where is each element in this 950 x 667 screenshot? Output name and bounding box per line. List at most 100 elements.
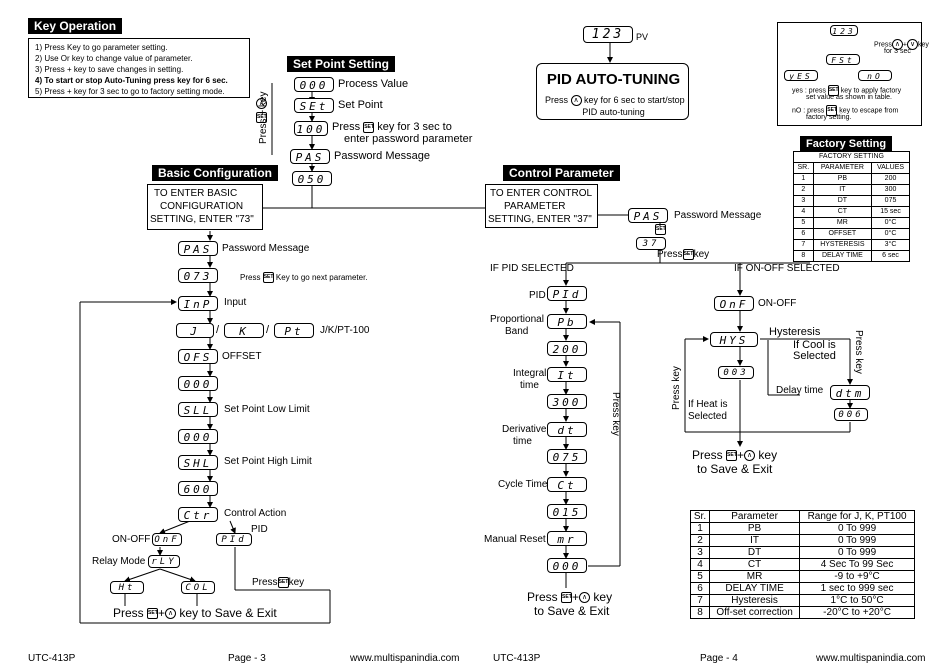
cell: PB <box>709 522 801 535</box>
control-label-onoff: ON-OFF <box>758 298 797 309</box>
control-display-pb: Pb <box>547 314 587 329</box>
cell: IT <box>812 184 873 196</box>
key-step-1: 1) Press Key to go parameter setting. <box>35 43 168 52</box>
basic-display-600: 600 <box>178 481 218 496</box>
control-save-line-2: to Save & Exit <box>534 604 610 618</box>
factory-display-fst: FSt <box>826 54 860 65</box>
control-if-onoff: IF ON-OFF SELECTED <box>734 263 840 274</box>
control-label-pid: PID <box>529 290 546 301</box>
footer-right-model: UTC-413P <box>493 653 541 664</box>
pid-auto-tuning-line2: PID auto-tuning <box>582 107 645 117</box>
basic-label-offset: OFFSET <box>222 351 262 362</box>
basic-display-pas: PAS <box>178 241 218 256</box>
cell: 4 Sec To 99 Sec <box>799 558 915 571</box>
control-display-200: 200 <box>547 341 587 356</box>
control-save-line-1: Press SET+∧ key <box>527 590 613 604</box>
cell: 8 <box>793 250 814 262</box>
basic-display-j: J <box>176 323 214 338</box>
basic-display-000a: 000 <box>178 376 218 391</box>
label-password-message: Password Message <box>334 150 430 162</box>
cell: 0 To 999 <box>799 534 915 547</box>
set-key-icon: SET <box>682 249 694 260</box>
pid-auto-tuning-box: PID AUTO-TUNING Press ∧ key for 6 sec to… <box>536 63 689 120</box>
cell: 15 sec <box>871 206 910 218</box>
display-process-value: 000 <box>294 77 334 92</box>
cell: 2 <box>793 184 814 196</box>
key-step-3: 3) Press + key to save changes in settin… <box>35 65 184 74</box>
key-operation-header: Key Operation <box>28 18 123 34</box>
up-key-icon: ∧ <box>579 592 591 604</box>
table-header: Sr. <box>689 510 711 523</box>
basic-label-control-action: Control Action <box>224 508 287 519</box>
up-key-icon: ∧ <box>256 98 267 109</box>
basic-display-000b: 000 <box>178 429 218 444</box>
display-pas: PAS <box>290 149 330 164</box>
cell: DT <box>812 195 873 207</box>
factory-press-combo: Press∧+∨key <box>874 39 929 50</box>
cell: 1°C to 50°C <box>799 594 915 607</box>
label-pv: PV <box>636 32 649 42</box>
cell: 1 <box>689 522 711 535</box>
factory-display-no: nO <box>858 70 892 81</box>
key-step-2: 2) Use Or key to change value of paramet… <box>35 54 193 63</box>
cell: 1 sec to 999 sec <box>799 582 915 595</box>
control-label-heat-1: If Heat is <box>688 399 728 410</box>
cell: 6 sec <box>871 250 910 262</box>
control-label-dt-1: Derivative <box>502 424 547 435</box>
control-display-075: 075 <box>547 449 587 464</box>
control-label-cool-2: Selected <box>793 350 836 362</box>
control-enter-line-3: SETTING, ENTER "37" <box>488 214 592 225</box>
control-label-mr: Manual Reset <box>484 534 546 545</box>
control-display-onf: OnF <box>714 296 754 311</box>
key-operation-box: 1) Press Key to go parameter setting. 2)… <box>28 38 250 98</box>
cell: 1 <box>793 173 814 185</box>
footer-left-model: UTC-413P <box>28 653 76 664</box>
control-if-pid: IF PID SELECTED <box>490 263 574 274</box>
control-label-cool-1: If Cool is <box>793 339 836 351</box>
set-key-icon: SET <box>256 112 267 123</box>
cell: DT <box>709 546 801 559</box>
factory-table-caption: FACTORY SETTING <box>793 151 910 163</box>
control-label-it-2: time <box>520 380 539 391</box>
control-label-hysteresis: Hysteresis <box>769 326 821 338</box>
cell: 2 <box>689 534 711 547</box>
control-display-it: It <box>547 367 587 382</box>
cell: CT <box>812 206 873 218</box>
control-label-password: Password Message <box>674 210 762 221</box>
control-label-delay: Delay time <box>776 385 824 396</box>
set-key-icon: SET <box>277 577 289 588</box>
factory-no-text-1: nO : press SET key to escape from <box>792 105 899 116</box>
table-header: SR. <box>793 162 814 174</box>
control-display-006: 006 <box>834 408 868 421</box>
control-display-hys: HYS <box>710 332 758 347</box>
basic-config-header: Basic Configuration <box>152 165 279 181</box>
control-display-015: 015 <box>547 504 587 519</box>
label-process-value: Process Value <box>338 78 409 90</box>
cell: DELAY TIME <box>709 582 801 595</box>
control-display-000: 000 <box>547 558 587 573</box>
factory-display-yes: yES <box>784 70 818 81</box>
cell: CT <box>709 558 801 571</box>
basic-display-sll: SLL <box>178 402 218 417</box>
basic-display-onf: OnF <box>152 533 182 546</box>
control-label-dt-2: time <box>513 436 532 447</box>
cell: 300 <box>871 184 910 196</box>
basic-display-073: 073 <box>178 268 218 283</box>
control-label-press-key: PressSETkey <box>657 249 710 261</box>
up-key-icon: ∧ <box>570 95 582 107</box>
basic-label-press-next: Press SET Key to go next parameter. <box>240 272 368 284</box>
basic-enter-line-3: SETTING, ENTER "73" <box>150 214 254 225</box>
key-step-4: 4) To start or stop Auto-Tuning press ke… <box>35 76 228 85</box>
cell: 0°C <box>871 217 910 229</box>
cell: MR <box>709 570 801 583</box>
basic-label-shl: Set Point High Limit <box>224 456 312 467</box>
basic-label-sll: Set Point Low Limit <box>224 404 310 415</box>
display-set-point: SEt <box>294 98 334 113</box>
set-key-icon: SET <box>363 121 375 133</box>
pid-auto-tuning-line1: Press ∧ key for 6 sec to start/stop <box>545 95 685 107</box>
